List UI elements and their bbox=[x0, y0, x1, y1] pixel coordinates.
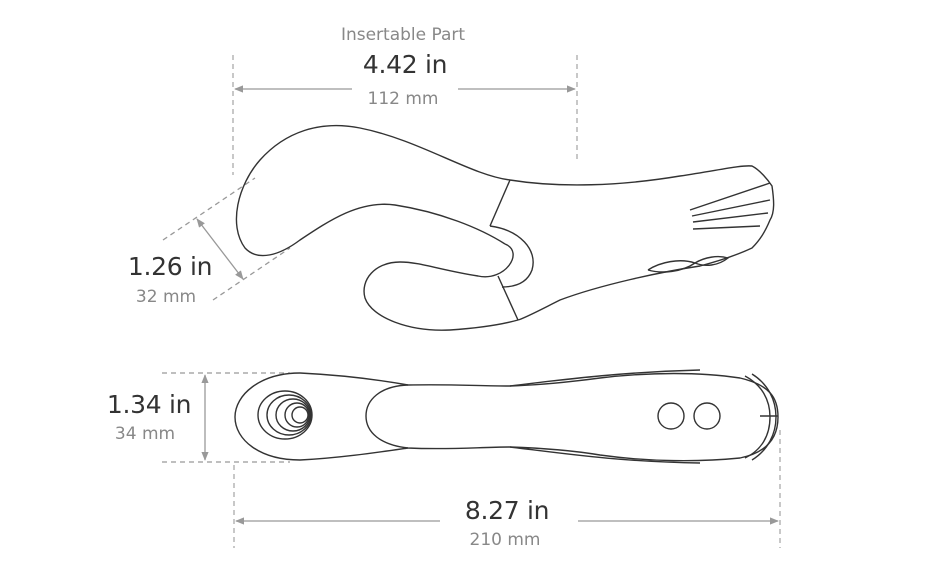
tip-diameter-dimension-lines bbox=[162, 177, 291, 301]
total-length-metric: 210 mm bbox=[469, 530, 541, 550]
total-length-imperial: 8.27 in bbox=[464, 496, 550, 525]
width-dimension-lines bbox=[162, 372, 290, 463]
insertable-length-imperial: 4.42 in bbox=[362, 50, 448, 79]
tip-diameter-metric: 32 mm bbox=[135, 287, 197, 307]
top-view bbox=[234, 369, 779, 464]
insertable-length-metric: 112 mm bbox=[367, 89, 439, 109]
insertable-dimension-lines bbox=[232, 55, 578, 175]
width-imperial: 1.34 in bbox=[106, 390, 192, 419]
width-metric: 34 mm bbox=[114, 424, 176, 444]
total-length-dimension-lines bbox=[233, 430, 781, 548]
insertable-part-caption: Insertable Part bbox=[340, 25, 466, 45]
tip-diameter-imperial: 1.26 in bbox=[127, 252, 213, 281]
side-view bbox=[235, 124, 775, 331]
